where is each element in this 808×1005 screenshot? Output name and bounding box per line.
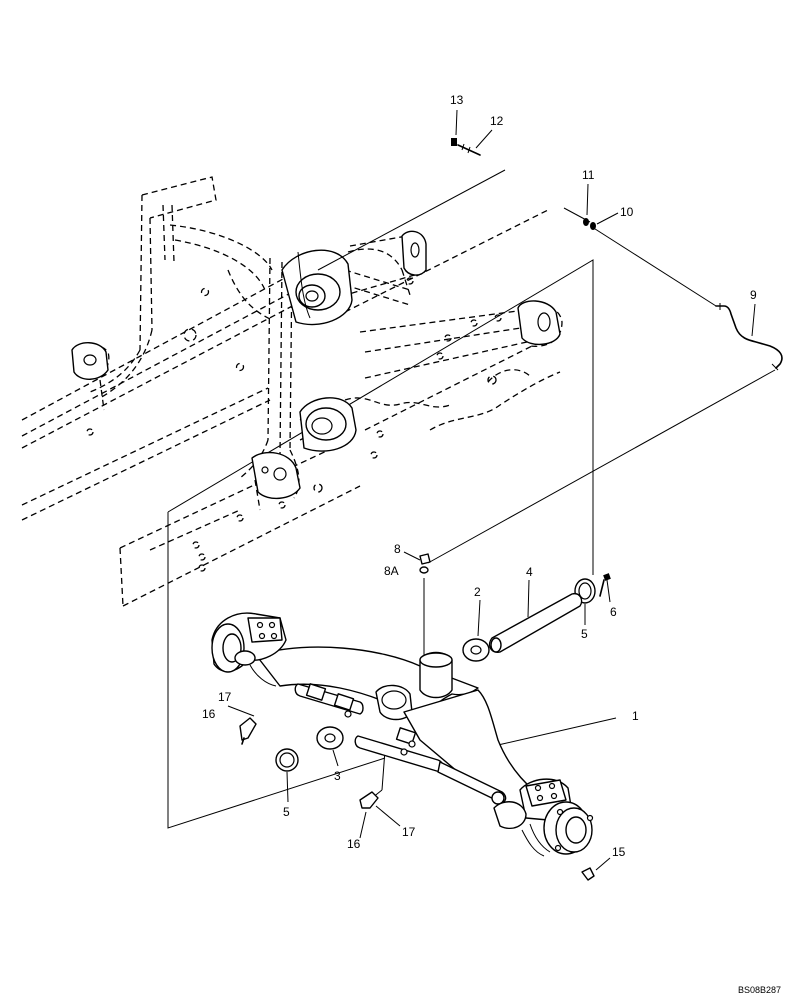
- bolt-6: [599, 573, 611, 597]
- reference-code: BS08B287: [738, 985, 781, 995]
- callout-13: 13: [450, 93, 464, 107]
- callout-9: 9: [750, 288, 757, 302]
- callout-6: 6: [610, 605, 617, 619]
- pivot-mount-upper: [281, 249, 353, 326]
- callout-12: 12: [490, 114, 504, 128]
- pin-4: [488, 592, 583, 653]
- callout-4: 4: [526, 565, 533, 579]
- fitting-11: [583, 218, 589, 226]
- callout-stems: [286, 109, 756, 803]
- washer-3: [316, 726, 344, 750]
- bolt-head-13: [451, 138, 457, 146]
- callout-1: 1: [632, 709, 639, 723]
- callout-5-upper: 5: [581, 627, 588, 641]
- rear-bracket-right: [401, 230, 427, 276]
- elbow-fitting-16-left: [239, 717, 257, 745]
- pivot-mount-lower: [299, 397, 357, 452]
- lower-front-bracket: [251, 451, 301, 499]
- callout-16-right: 16: [347, 837, 361, 851]
- washer-8a: [419, 566, 429, 574]
- nut-10: [590, 222, 596, 230]
- washer-5-lower: [275, 748, 299, 772]
- callout-5-lower: 5: [283, 805, 290, 819]
- callout-17-right: 17: [402, 825, 416, 839]
- callout-10: 10: [620, 205, 634, 219]
- bolt-12: [457, 143, 481, 156]
- elbow-fitting-16-right: [359, 791, 379, 809]
- leader-lines: [227, 169, 776, 871]
- left-bracket: [71, 342, 109, 380]
- washer-2: [462, 638, 490, 662]
- right-frame-end-mount: [517, 300, 561, 345]
- chassis-frame-hidden: [21, 176, 563, 607]
- callout-8a: 8A: [384, 564, 399, 578]
- callout-3: 3: [334, 769, 341, 783]
- grease-tube-9: [715, 303, 783, 371]
- washer-5-upper: [574, 578, 596, 604]
- callout-15: 15: [612, 845, 626, 859]
- callout-11: 11: [582, 168, 595, 182]
- grease-fitting-8: [419, 553, 431, 565]
- callout-8: 8: [394, 542, 401, 556]
- bolt-15: [581, 867, 595, 881]
- axle-assembly: [211, 612, 594, 857]
- callout-17-left: 17: [218, 690, 232, 704]
- callout-2: 2: [474, 585, 481, 599]
- callout-16-left: 16: [202, 707, 216, 721]
- callout-labels: 1 2 3 4 5 5 6 8 8A 9 10 11 12 13 15 16 1…: [202, 93, 757, 859]
